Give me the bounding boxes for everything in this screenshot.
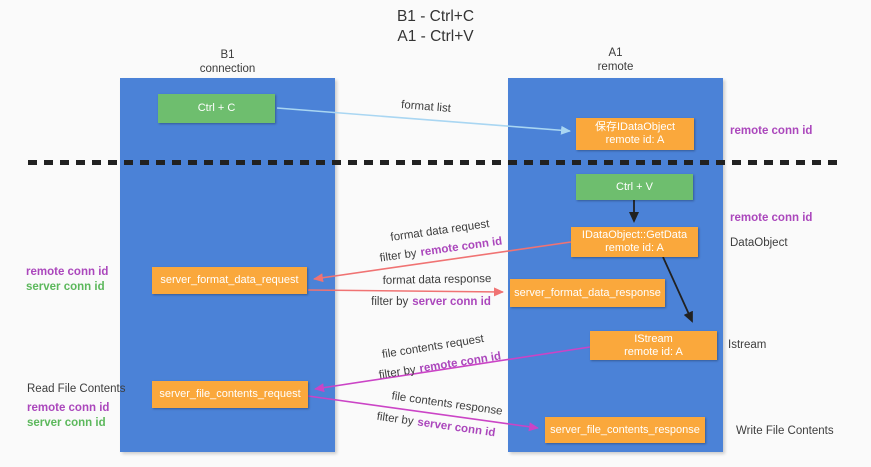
lane-b1-title: B1 [220,49,235,61]
remote-conn-id-label: remote conn id [27,402,110,414]
node-save-line2: remote id: A [605,134,665,146]
node-getdata-line2: remote id: A [605,242,664,254]
node-server-file-contents-response: server_file_contents_response [545,417,705,443]
filter-by-text: filter by [378,363,417,382]
lane-b1-subtitle: connection [199,63,256,75]
node-file-resp-label: server_file_contents_response [550,423,700,436]
node-server-format-data-response: server_format_data_response [510,279,665,307]
node-ctrl-c-label: Ctrl + C [197,102,236,114]
right-annotation-remote-conn-id-mid: remote conn id [730,212,813,224]
lane-header-a1: A1 remote [548,46,683,74]
right-annotation-dataobject: DataObject [730,237,788,249]
filter-by-text: filter by [371,296,409,308]
node-istream: IStream remote id: A [590,331,717,360]
node-server-file-contents-request: server_file_contents_request [152,381,308,408]
left-annotation-file: Read File Contents remote conn id server… [27,382,125,431]
remote-conn-id-label: remote conn id [26,266,109,278]
filter-by-text: filter by [379,247,418,265]
lane-a1-subtitle: remote [597,61,634,73]
title-line-2: A1 - Ctrl+V [397,28,474,45]
edge-label-file-contents-response: file contents response [390,390,504,418]
server-conn-id-text: server conn id [416,416,497,440]
node-istream-line2: remote id: A [624,345,683,358]
lane-header-b1: B1 connection [160,48,295,76]
right-annotation-remote-conn-id-top: remote conn id [730,125,813,137]
edge-label-format-list: format list [400,99,452,115]
server-conn-id-text: server conn id [412,296,491,308]
node-istream-line1: IStream [634,332,673,345]
left-annotation-format: remote conn id server conn id [26,265,108,295]
remote-conn-id-text: remote conn id [418,350,502,376]
node-file-req-label: server_file_contents_request [159,388,301,400]
filter-by-text: filter by [375,410,415,428]
server-conn-id-label: server conn id [27,417,106,429]
node-ctrl-v-label: Ctrl + V [616,180,653,193]
node-ctrl-v: Ctrl + V [576,174,693,200]
node-idataobject-getdata: IDataObject::GetData remote id: A [571,227,698,257]
node-save-line1: 保存IDataObject [594,121,676,133]
node-save-idataobject: 保存IDataObject remote id: A [576,118,694,150]
right-annotation-istream: Istream [728,339,767,351]
lane-a1-title: A1 [608,47,623,59]
title-line-1: B1 - Ctrl+C [396,8,475,25]
read-file-contents-label: Read File Contents [27,383,126,395]
diagram-title: B1 - Ctrl+C A1 - Ctrl+V [0,7,871,47]
node-fmt-req-label: server_format_data_request [160,274,299,286]
dashed-separator-line [28,160,838,165]
right-annotation-write-file-contents: Write File Contents [736,425,834,437]
node-server-format-data-request: server_format_data_request [152,267,307,294]
remote-conn-id-text: remote conn id [419,235,503,259]
node-getdata-line1: IDataObject::GetData [581,229,688,241]
node-ctrl-c: Ctrl + C [158,94,275,123]
node-fmt-resp-label: server_format_data_response [514,286,661,299]
arrow-format-data-response [307,287,504,297]
server-conn-id-label: server conn id [26,281,105,293]
edge-label-format-data-response: format data response [382,273,492,287]
